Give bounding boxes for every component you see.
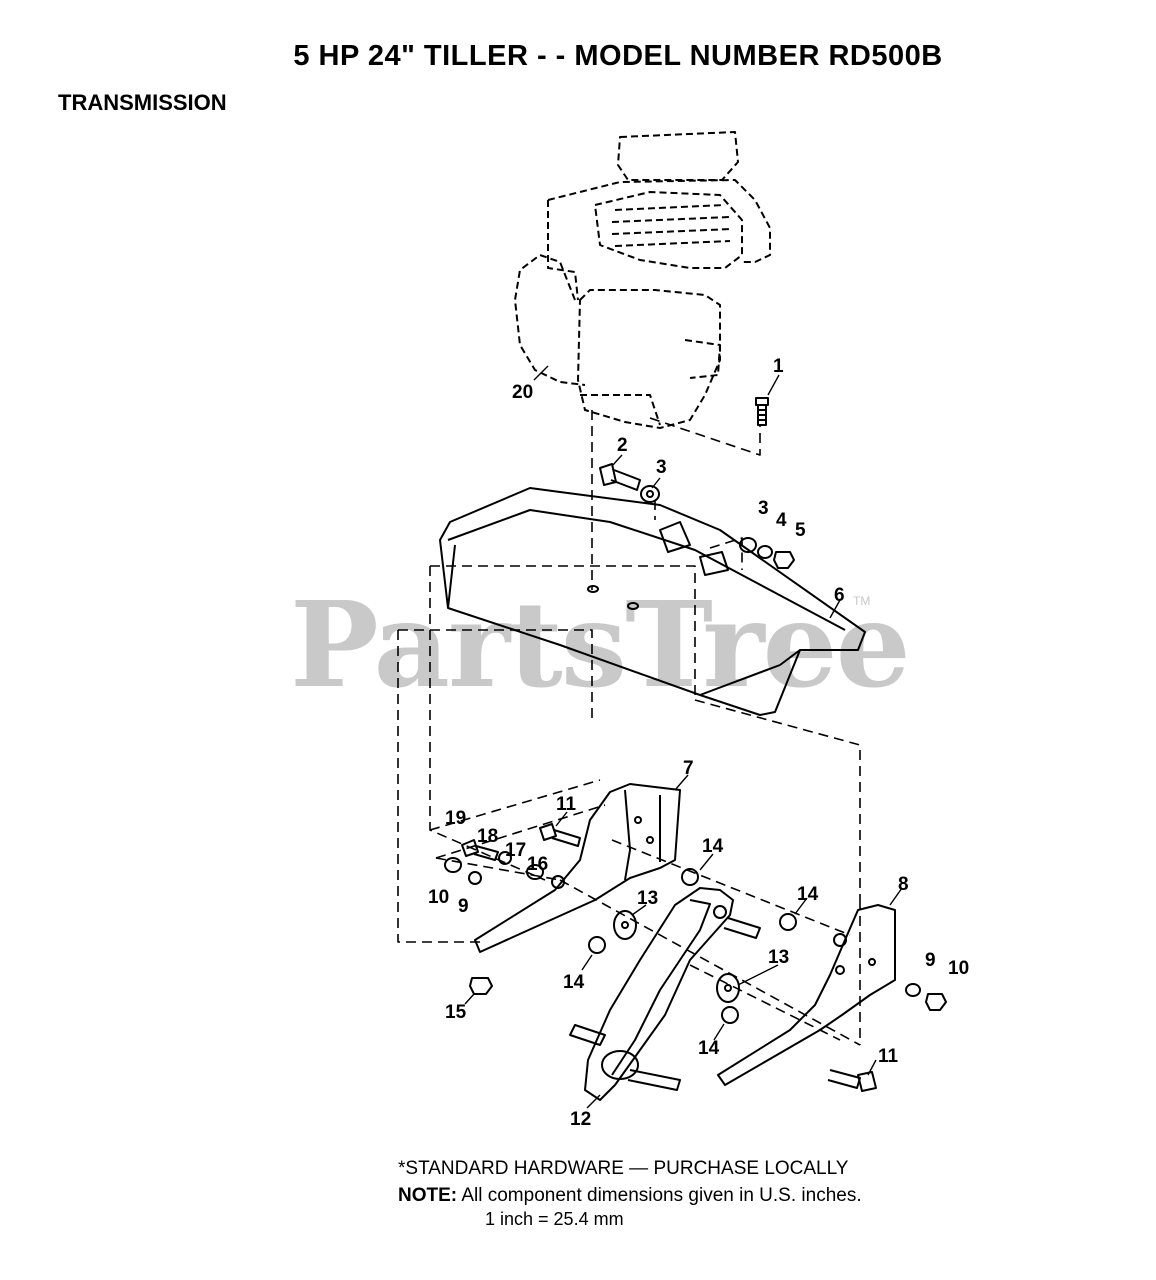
watermark-text: PartsTree: [290, 575, 911, 714]
callout-20: 20: [512, 382, 534, 403]
callout-6: 6: [834, 585, 845, 606]
note-label: NOTE:: [398, 1185, 458, 1206]
callout-7: 7: [683, 758, 694, 779]
note-text: All component dimensions given in U.S. i…: [461, 1185, 862, 1206]
callout-16: 16: [527, 854, 549, 875]
callout-3-top: 3: [656, 457, 667, 478]
bracket-right: [717, 904, 896, 1086]
callout-12: 12: [570, 1109, 592, 1130]
tine-shield: [439, 487, 866, 716]
callout-9-left: 9: [458, 896, 469, 917]
page-title: 5 HP 24" TILLER - - MODEL NUMBER RD500B: [293, 40, 943, 72]
callout-13-right: 13: [768, 947, 790, 968]
bolt-part-1: [755, 397, 769, 426]
spacers: [588, 868, 797, 1024]
callout-19: 19: [445, 808, 467, 829]
standard-hardware-note: *STANDARD HARDWARE — PURCHASE LOCALLY: [398, 1158, 849, 1179]
callout-3-right: 3: [758, 498, 769, 519]
callout-14-b: 14: [797, 884, 819, 905]
bracket-left: [474, 783, 681, 953]
callout-17: 17: [505, 840, 527, 861]
callout-10-left: 10: [428, 887, 450, 908]
callout-11-bottom: 11: [878, 1046, 899, 1067]
hardware-3-4-5: [739, 537, 795, 569]
callout-4: 4: [776, 510, 787, 531]
chaincase: [569, 887, 761, 1101]
conversion-note: 1 inch = 25.4 mm: [485, 1209, 624, 1229]
callout-9-right: 9: [925, 950, 936, 971]
callout-18: 18: [477, 826, 499, 847]
watermark-trademark: TM: [853, 594, 871, 608]
leader-lines: [464, 365, 903, 1109]
mount-lines: [397, 410, 861, 1046]
callout-13-left: 13: [637, 888, 659, 909]
engine-drawing: [514, 131, 771, 429]
callout-14-a: 14: [702, 836, 724, 857]
washers-13: [613, 910, 740, 1003]
callout-5: 5: [795, 520, 806, 541]
hardware-right: [827, 983, 947, 1092]
callout-8: 8: [898, 874, 909, 895]
callout-15: 15: [445, 1002, 467, 1023]
callout-11-top: 11: [556, 794, 577, 815]
callout-14-d: 14: [698, 1038, 720, 1059]
bolt-part-2: [599, 463, 660, 503]
dimensions-note: NOTE: All component dimensions given in …: [398, 1185, 862, 1207]
section-heading: TRANSMISSION: [58, 90, 227, 115]
callout-1: 1: [773, 356, 784, 377]
hardware-left: [444, 823, 581, 995]
callout-2: 2: [617, 435, 628, 456]
callout-10-right: 10: [948, 958, 970, 979]
callout-14-c: 14: [563, 972, 585, 993]
